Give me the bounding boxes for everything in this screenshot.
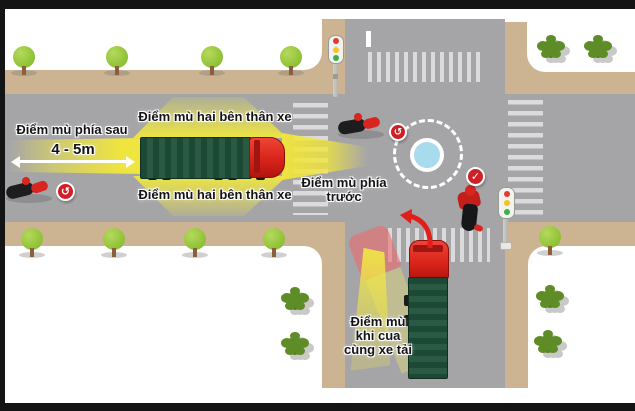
lane-marking-dash xyxy=(366,31,371,47)
tree xyxy=(19,228,45,258)
bush xyxy=(542,290,558,304)
truck-trailer xyxy=(140,137,252,179)
corner-block-bottom-right xyxy=(528,246,635,403)
crosswalk-top xyxy=(368,52,482,82)
label-side-blind-spot-bottom: Điểm mù hai bên thân xe xyxy=(138,187,292,202)
distance-arrow-left-head xyxy=(11,155,20,168)
truck-wheel xyxy=(404,315,410,326)
yellow-light xyxy=(333,46,339,53)
bottom-frame-bar xyxy=(0,403,635,411)
traffic-light-pole-band xyxy=(333,74,338,79)
label-turning-line2: khi cua xyxy=(355,328,401,343)
roundabout-dashed-circle xyxy=(393,119,463,189)
bush xyxy=(590,40,606,54)
tree xyxy=(11,46,37,76)
traffic-light-pole-cap xyxy=(500,242,512,250)
traffic-light-pole xyxy=(503,216,508,244)
red-light xyxy=(333,38,339,45)
tree xyxy=(101,228,127,258)
uturn-badge-icon: ↺ xyxy=(56,182,75,201)
roundabout-island xyxy=(410,138,444,172)
bush xyxy=(287,292,303,306)
label-side-blind-spot-top: Điểm mù hai bên thân xe xyxy=(138,109,292,124)
uturn-glyph: ↺ xyxy=(393,126,403,138)
truck-cab xyxy=(249,137,285,178)
bush xyxy=(543,40,559,54)
bush xyxy=(540,335,556,349)
distance-arrow-line xyxy=(18,160,128,163)
tree xyxy=(199,46,225,76)
tree xyxy=(104,46,130,76)
traffic-light-top-left xyxy=(328,35,344,64)
tree xyxy=(182,228,208,258)
truck-wheel xyxy=(404,295,410,306)
top-frame-bar xyxy=(0,0,635,9)
tree xyxy=(537,226,563,256)
corner-block-top-left xyxy=(0,0,322,70)
tree xyxy=(278,46,304,76)
green-light xyxy=(333,54,339,61)
label-front-blind-spot: Điểm mù phía trước xyxy=(301,175,387,204)
corner-block-bottom-left xyxy=(0,246,322,403)
left-frame-bar xyxy=(0,0,5,411)
check-badge-icon: ✓ xyxy=(466,167,485,186)
corner-block-top-right xyxy=(527,0,635,72)
turn-arrow xyxy=(400,209,433,249)
tree xyxy=(261,228,287,258)
pedestrian-crossing xyxy=(453,185,489,233)
traffic-light-bottom-right xyxy=(498,187,515,219)
label-rear-blind-spot: Điểm mù phía sau xyxy=(16,122,128,137)
uturn-badge-icon: ↺ xyxy=(389,123,407,141)
red-light xyxy=(503,191,510,197)
uturn-glyph: ↺ xyxy=(60,186,71,198)
distance-arrow-right-head xyxy=(126,155,135,168)
label-distance: 4 - 5m xyxy=(51,141,95,158)
yellow-light xyxy=(503,200,510,206)
bottom-truck-cab xyxy=(409,240,449,280)
bush xyxy=(287,337,303,351)
motorcycle-left xyxy=(4,176,58,204)
green-light xyxy=(503,209,510,215)
motorcycle-roundabout xyxy=(336,112,390,140)
check-glyph: ✓ xyxy=(470,171,481,183)
label-turning-line1: Điểm mù xyxy=(350,314,406,329)
label-turning-blind-spot: Điểm mù khi cua cùng xe tải xyxy=(333,315,423,357)
bottom-truck-trailer xyxy=(408,277,448,379)
label-turning-line3: cùng xe tải xyxy=(344,342,412,357)
